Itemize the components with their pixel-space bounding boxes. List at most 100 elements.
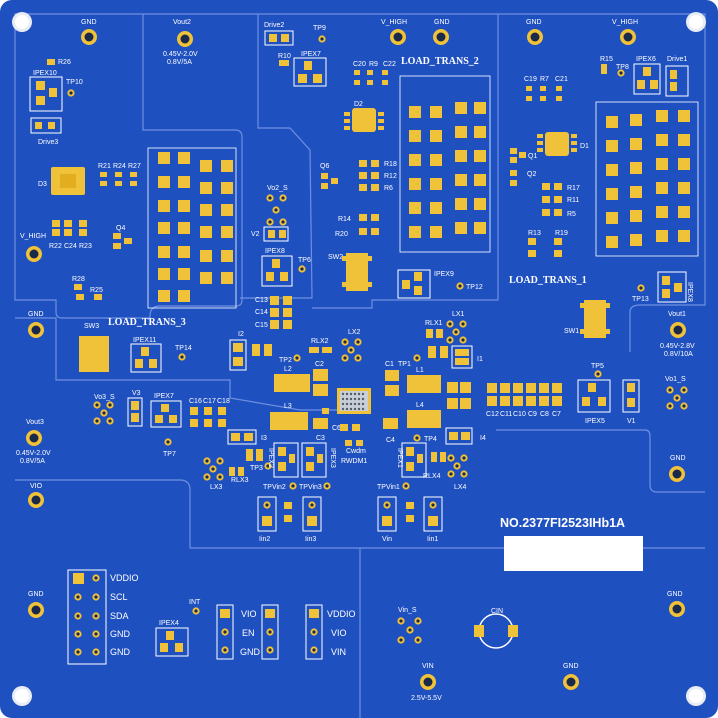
header-right-pin-2: VIO xyxy=(331,628,347,638)
label-r15: R15 xyxy=(600,56,613,63)
label-c19: C19 xyxy=(524,76,537,83)
header-right-pin-3: VIN xyxy=(331,647,346,657)
label-ipex9: IPEX9 xyxy=(434,271,454,278)
label-v2: V2 xyxy=(251,231,260,238)
label-r11: R11 xyxy=(567,197,579,204)
label-ipex8-mid: IPEX8 xyxy=(265,248,285,255)
label-tp8: TP8 xyxy=(616,64,629,71)
label-r26: R26 xyxy=(58,59,71,66)
label-tp12: TP12 xyxy=(466,284,483,291)
label-r25: R25 xyxy=(90,287,103,294)
label-sw1: SW1 xyxy=(564,328,579,335)
label-c8: C8 xyxy=(540,411,549,418)
label-tpvin3: TPVin3 xyxy=(299,484,322,491)
label-r18: R18 xyxy=(384,161,397,168)
label-r22: R22 xyxy=(49,243,62,250)
label-tp10: TP10 xyxy=(66,79,83,86)
label-gnd-bottom-mid: GND xyxy=(563,663,579,670)
label-q4: Q4 xyxy=(116,225,125,232)
ipex6-connector xyxy=(633,63,661,95)
label-gnd-tl: GND xyxy=(81,19,97,26)
header-mid-pin-2: EN xyxy=(242,628,255,638)
v2-header xyxy=(263,226,289,242)
l3-inductor xyxy=(270,412,308,430)
c7-c12-capacitors xyxy=(487,383,562,406)
blank-label-area xyxy=(504,536,643,571)
header-mid-pin-3: GND xyxy=(240,647,261,657)
sw1-switch[interactable] xyxy=(584,300,606,338)
label-c14: C14 xyxy=(255,309,268,316)
ipex8-right-connector xyxy=(657,271,687,303)
label-ipex4: IPEX4 xyxy=(159,620,179,627)
label-cin: CIN xyxy=(491,608,503,615)
label-r7: R7 xyxy=(540,76,549,83)
label-c12: C12 xyxy=(486,411,499,418)
label-tp3: TP3 xyxy=(250,465,263,472)
d2-package xyxy=(344,108,384,132)
v3-header xyxy=(127,397,143,427)
l4-inductor xyxy=(407,410,441,428)
label-r5: R5 xyxy=(567,211,576,218)
label-vout2-spec1: 0.45V-2.0V xyxy=(163,51,198,58)
en-header-right xyxy=(261,604,279,660)
label-c1: C1 xyxy=(385,361,394,368)
label-vout3: Vout3 xyxy=(26,419,44,426)
label-d2: D2 xyxy=(354,101,363,108)
label-tp1: TP1 xyxy=(398,361,411,368)
label-c24: C24 xyxy=(64,243,77,250)
header-left-pin-3: SDA xyxy=(110,611,129,621)
label-rlx1: RLX1 xyxy=(425,320,443,327)
label-r24: R24 xyxy=(113,163,126,170)
label-vout3-spec1: 0.45V-2.0V xyxy=(16,450,51,457)
header-left-pin-1: VDDIO xyxy=(110,573,139,583)
label-drive3: Drive3 xyxy=(38,139,58,146)
ipex9-connector xyxy=(397,269,431,299)
label-drive1: Drive1 xyxy=(667,56,687,63)
label-sw3: SW3 xyxy=(84,323,99,330)
label-q1: Q1 xyxy=(528,153,537,160)
label-gnd-right: GND xyxy=(670,455,686,462)
label-ipex6: IPEX6 xyxy=(636,56,656,63)
label-c10: C10 xyxy=(513,411,526,418)
label-tp2: TP2 xyxy=(279,357,292,364)
label-v1: V1 xyxy=(627,418,636,425)
label-r12: R12 xyxy=(384,173,397,180)
label-vout1-spec1: 0.45V-2.8V xyxy=(660,343,695,350)
label-lx3: LX3 xyxy=(210,484,223,491)
i2-header xyxy=(229,339,247,371)
label-rlx3: RLX3 xyxy=(231,477,249,484)
label-cwdm: Cwdm xyxy=(346,448,366,455)
label-ipex5: IPEX5 xyxy=(585,418,605,425)
i1-header xyxy=(451,345,473,369)
label-rlx4: RLX4 xyxy=(423,473,441,480)
section-load-trans-1: LOAD_TRANS_1 xyxy=(509,275,587,286)
l1-inductor xyxy=(407,375,441,393)
l2-inductor xyxy=(274,374,310,392)
label-vhigh-left: V_HIGH xyxy=(20,233,46,240)
label-i1: I1 xyxy=(477,356,483,363)
label-vout2-spec2: 0.8V/5A xyxy=(167,59,192,66)
label-gnd-tr: GND xyxy=(526,19,542,26)
label-c18: C18 xyxy=(217,398,230,405)
copper-outlines xyxy=(14,13,706,718)
i2c-header-pins xyxy=(73,573,100,656)
label-c17: C17 xyxy=(203,398,216,405)
label-c3: C3 xyxy=(316,435,325,442)
label-int: INT xyxy=(189,599,201,606)
header-right-pin-1: VDDIO xyxy=(327,609,356,619)
sw2-switch[interactable] xyxy=(346,253,368,291)
label-vio-left: VIO xyxy=(30,483,43,490)
label-c9: C9 xyxy=(528,411,537,418)
label-l1: L1 xyxy=(416,367,424,374)
sw3-switch[interactable] xyxy=(79,336,109,372)
label-r27: R27 xyxy=(128,163,141,170)
label-c13: C13 xyxy=(255,297,268,304)
i3-header xyxy=(227,429,257,445)
label-ipex2: IPEX2 xyxy=(267,448,274,468)
label-ipex11: IPEX11 xyxy=(133,337,156,344)
section-load-trans-3: LOAD_TRANS_3 xyxy=(108,317,186,328)
section-load-trans-2: LOAD_TRANS_2 xyxy=(401,56,479,67)
label-c6: C6 xyxy=(332,425,341,432)
power-header xyxy=(305,604,323,660)
label-c16: C16 xyxy=(189,398,202,405)
